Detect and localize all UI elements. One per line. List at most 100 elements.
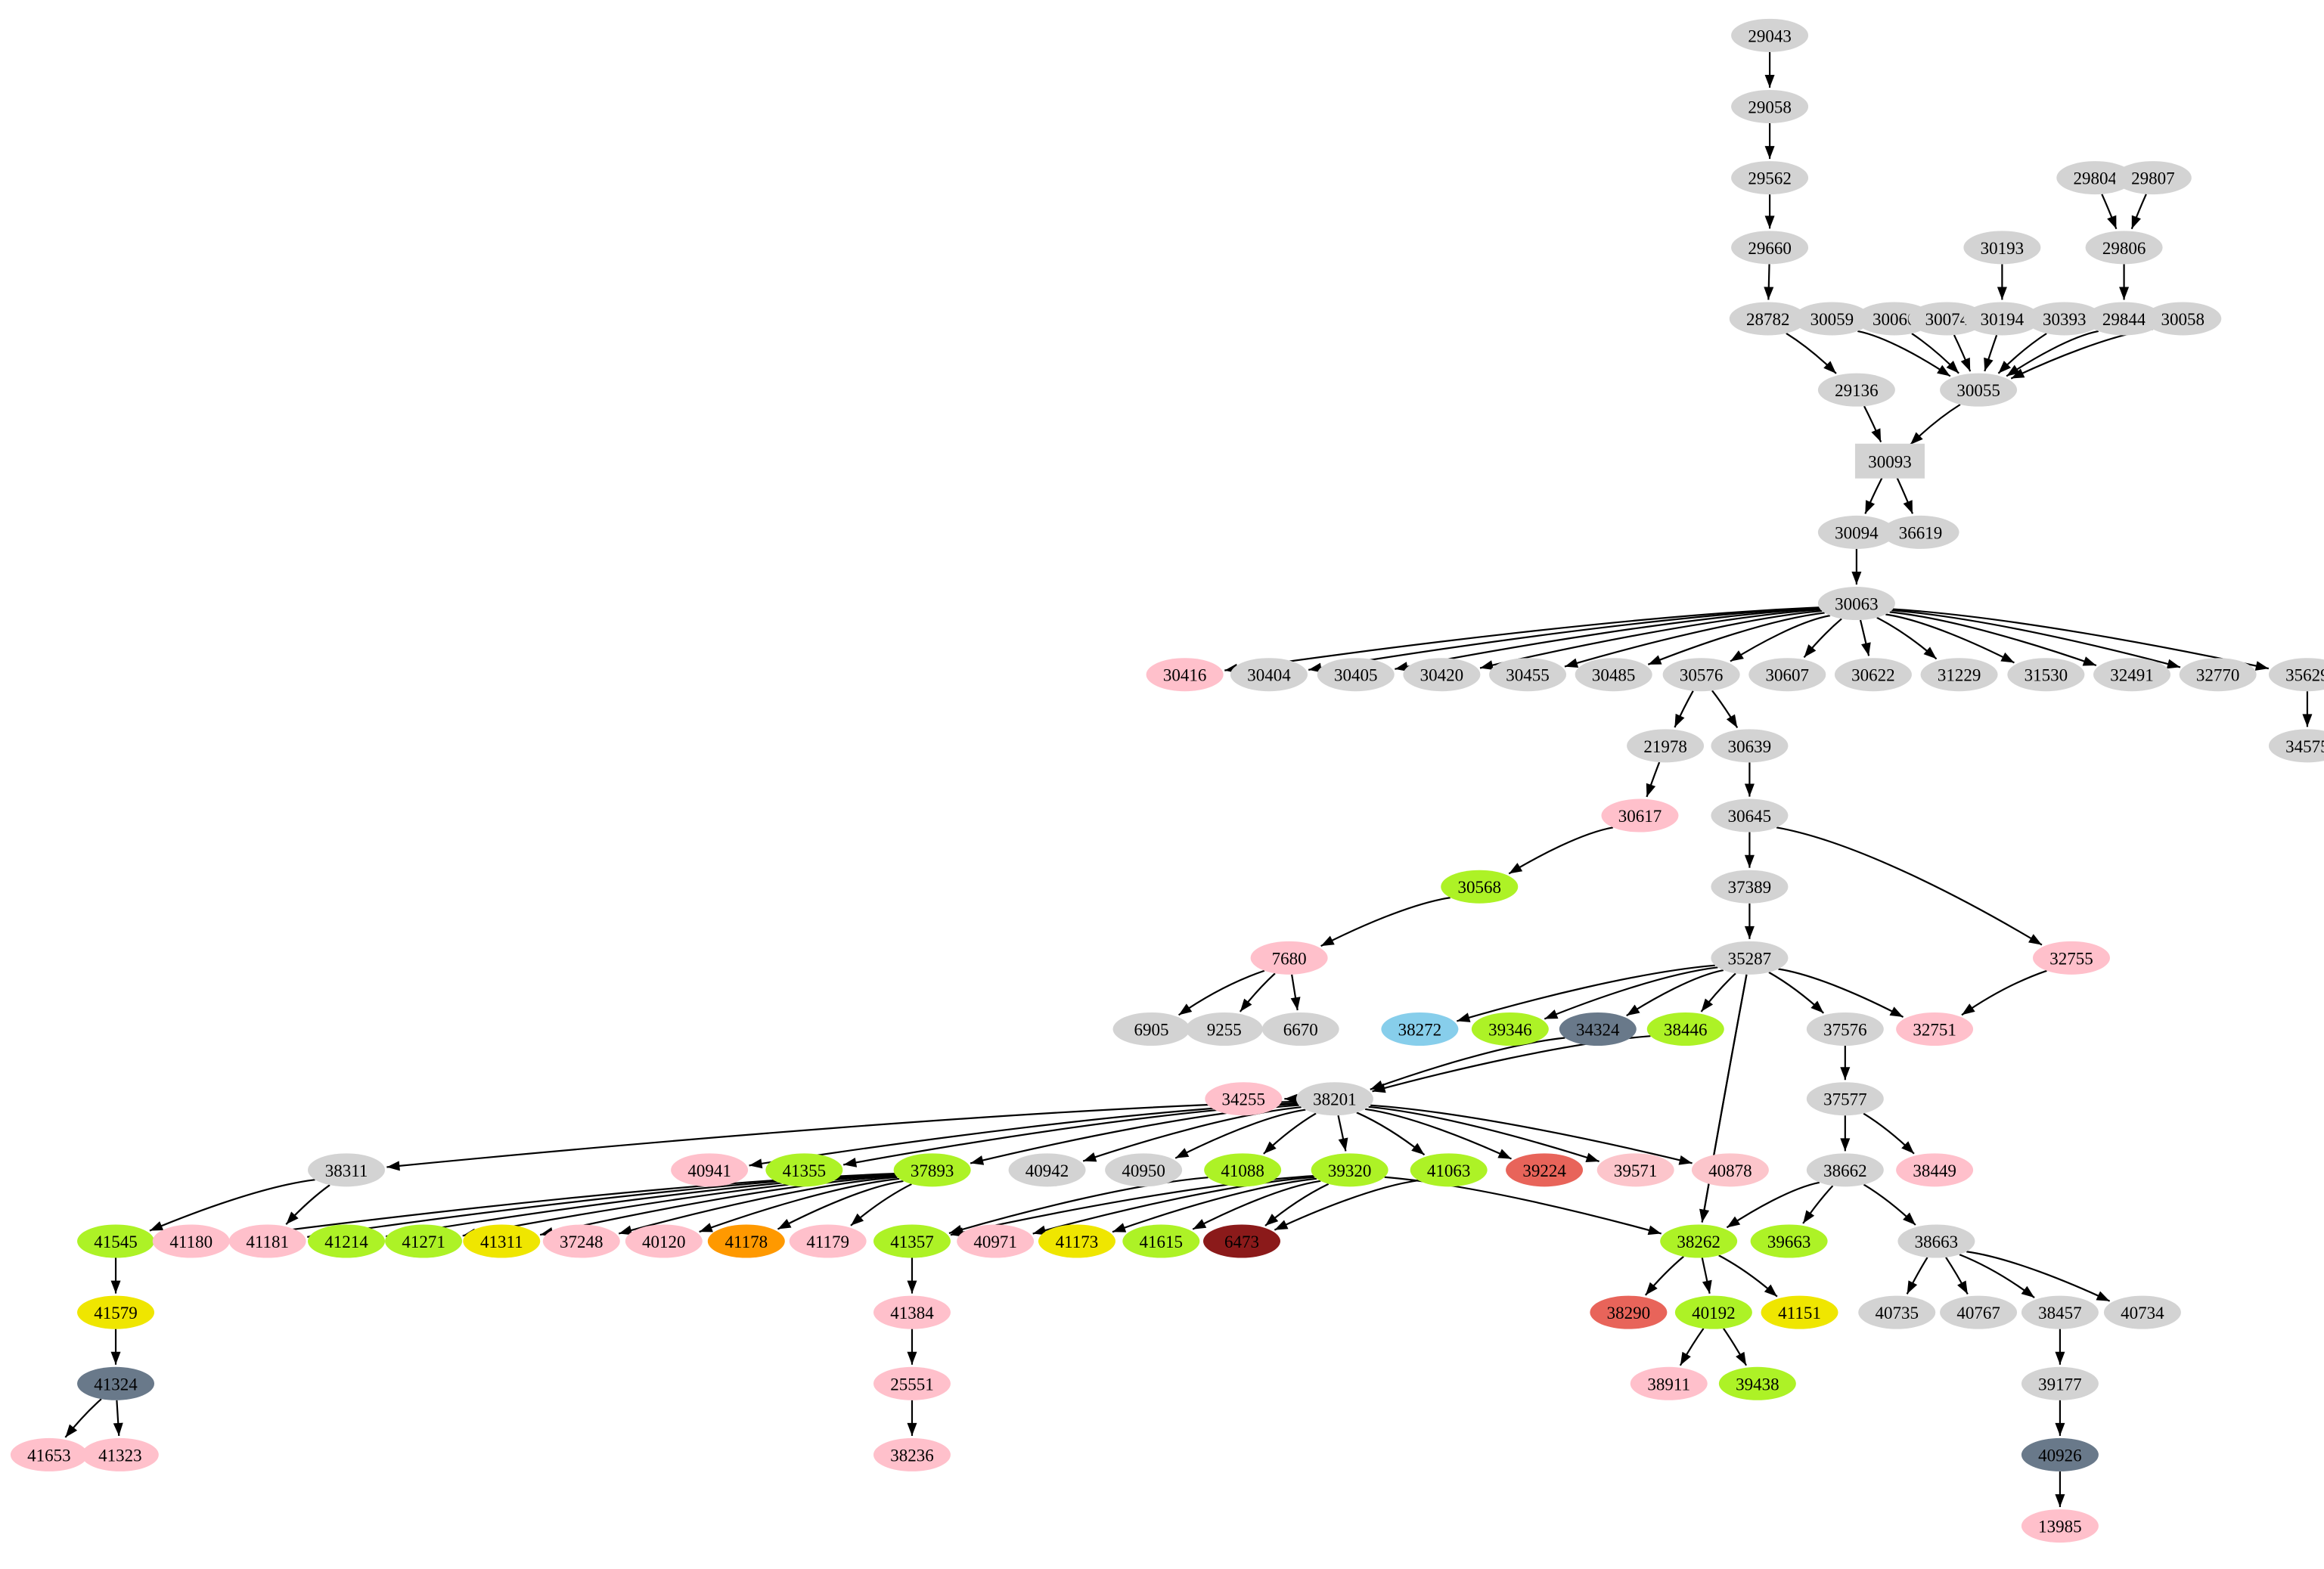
node-ellipse[interactable] [1295, 1082, 1373, 1116]
graph-node[interactable]: 9255 [1185, 1012, 1263, 1046]
node-ellipse[interactable] [542, 1224, 620, 1258]
graph-node[interactable]: 38911 [1630, 1366, 1708, 1400]
node-ellipse[interactable] [77, 1295, 155, 1329]
node-ellipse[interactable] [2056, 161, 2134, 195]
node-ellipse[interactable] [1202, 1224, 1280, 1258]
node-ellipse[interactable] [1112, 1012, 1190, 1046]
graph-node[interactable]: 6473 [1202, 1224, 1280, 1258]
graph-node[interactable]: 32770 [2179, 658, 2257, 692]
node-ellipse[interactable] [707, 1224, 785, 1258]
graph-node[interactable]: 38311 [308, 1153, 386, 1187]
node-ellipse[interactable] [1691, 1153, 1769, 1187]
node-ellipse[interactable] [2021, 1295, 2099, 1329]
node-ellipse[interactable] [2085, 302, 2163, 336]
graph-node[interactable]: 41355 [765, 1153, 843, 1187]
graph-node[interactable]: 31530 [2007, 658, 2085, 692]
graph-node[interactable]: 38272 [1381, 1012, 1459, 1046]
graph-node[interactable]: 35287 [1711, 941, 1789, 975]
graph-node[interactable]: 39571 [1596, 1153, 1674, 1187]
graph-node[interactable]: 41311 [463, 1224, 541, 1258]
graph-node[interactable]: 37576 [1806, 1012, 1884, 1046]
node-ellipse[interactable] [1205, 1082, 1283, 1116]
node-ellipse[interactable] [308, 1224, 386, 1258]
graph-node[interactable]: 29804 [2056, 161, 2134, 195]
graph-node[interactable]: 30404 [1230, 658, 1308, 692]
graph-node[interactable]: 39177 [2021, 1366, 2099, 1400]
node-ellipse[interactable] [873, 1224, 951, 1258]
node-ellipse[interactable] [1311, 1153, 1389, 1187]
node-ellipse[interactable] [2093, 658, 2171, 692]
graph-node[interactable]: 41214 [308, 1224, 386, 1258]
graph-node[interactable]: 41271 [385, 1224, 463, 1258]
graph-node[interactable]: 30059 [1793, 302, 1871, 336]
graph-node[interactable]: 38262 [1660, 1224, 1738, 1258]
graph-node[interactable]: 6905 [1112, 1012, 1190, 1046]
node-ellipse[interactable] [228, 1224, 306, 1258]
node-ellipse[interactable] [1711, 941, 1789, 975]
graph-node[interactable]: 29043 [1731, 18, 1809, 52]
node-ellipse[interactable] [1711, 798, 1789, 833]
node-ellipse[interactable] [1896, 1153, 1974, 1187]
graph-node[interactable]: 35629 [2268, 658, 2324, 692]
graph-node[interactable]: 38662 [1806, 1153, 1884, 1187]
node-ellipse[interactable] [1731, 18, 1809, 52]
node-ellipse[interactable] [1748, 658, 1826, 692]
node-ellipse[interactable] [1731, 89, 1809, 123]
node-ellipse[interactable] [1963, 302, 2041, 336]
node-ellipse[interactable] [2025, 302, 2103, 336]
node-ellipse[interactable] [2007, 658, 2085, 692]
graph-node[interactable]: 38290 [1590, 1295, 1668, 1329]
node-ellipse[interactable] [1441, 870, 1519, 904]
graph-node[interactable]: 31229 [1920, 658, 1998, 692]
node-ellipse[interactable] [1750, 1224, 1828, 1258]
node-ellipse[interactable] [1146, 658, 1224, 692]
graph-node[interactable]: 29136 [1817, 373, 1895, 407]
graph-node[interactable]: 41063 [1410, 1153, 1488, 1187]
node-ellipse[interactable] [77, 1366, 155, 1400]
node-ellipse[interactable] [1601, 798, 1679, 833]
node-ellipse[interactable] [625, 1224, 703, 1258]
node-ellipse[interactable] [1105, 1153, 1183, 1187]
node-ellipse[interactable] [1963, 231, 2041, 265]
node-ellipse[interactable] [1250, 941, 1328, 975]
node-ellipse[interactable] [1185, 1012, 1263, 1046]
graph-node[interactable]: 41653 [10, 1437, 88, 1471]
node-ellipse[interactable] [1674, 1295, 1752, 1329]
graph-node[interactable]: 40192 [1674, 1295, 1752, 1329]
node-ellipse[interactable] [81, 1437, 159, 1471]
node-ellipse[interactable] [1403, 658, 1481, 692]
graph-node[interactable]: 30074 [1908, 302, 1986, 336]
node-ellipse[interactable] [2103, 1295, 2181, 1329]
graph-node[interactable]: 40120 [625, 1224, 703, 1258]
node-ellipse[interactable] [1506, 1153, 1584, 1187]
node-ellipse[interactable] [893, 1153, 971, 1187]
node-ellipse[interactable] [10, 1437, 88, 1471]
graph-node[interactable]: 30645 [1711, 798, 1789, 833]
graph-node[interactable]: 41324 [77, 1366, 155, 1400]
node-ellipse[interactable] [1410, 1153, 1488, 1187]
graph-node[interactable]: 40767 [1940, 1295, 2018, 1329]
graph-node[interactable]: 39438 [1718, 1366, 1796, 1400]
graph-node[interactable]: 39224 [1506, 1153, 1584, 1187]
graph-node[interactable]: 36619 [1882, 515, 1959, 549]
node-ellipse[interactable] [308, 1153, 386, 1187]
node-ellipse[interactable] [671, 1153, 749, 1187]
graph-node[interactable]: 13985 [2021, 1509, 2099, 1543]
graph-node[interactable]: 30055 [1940, 373, 2018, 407]
node-ellipse[interactable] [873, 1437, 951, 1471]
node-ellipse[interactable] [1711, 729, 1789, 763]
graph-node[interactable]: 30455 [1489, 658, 1567, 692]
graph-node[interactable]: 40926 [2021, 1437, 2099, 1471]
node-ellipse[interactable] [1204, 1153, 1282, 1187]
graph-node[interactable]: 25551 [873, 1366, 951, 1400]
graph-node[interactable]: 30058 [2144, 302, 2222, 336]
graph-node[interactable]: 39663 [1750, 1224, 1828, 1258]
graph-node[interactable]: 39346 [1471, 1012, 1549, 1046]
node-ellipse[interactable] [2032, 941, 2110, 975]
node-ellipse[interactable] [2021, 1366, 2099, 1400]
node-ellipse[interactable] [463, 1224, 541, 1258]
graph-node[interactable]: 41323 [81, 1437, 159, 1471]
graph-node[interactable]: 37893 [893, 1153, 971, 1187]
graph-node[interactable]: 29660 [1731, 231, 1809, 265]
node-ellipse[interactable] [1731, 231, 1809, 265]
